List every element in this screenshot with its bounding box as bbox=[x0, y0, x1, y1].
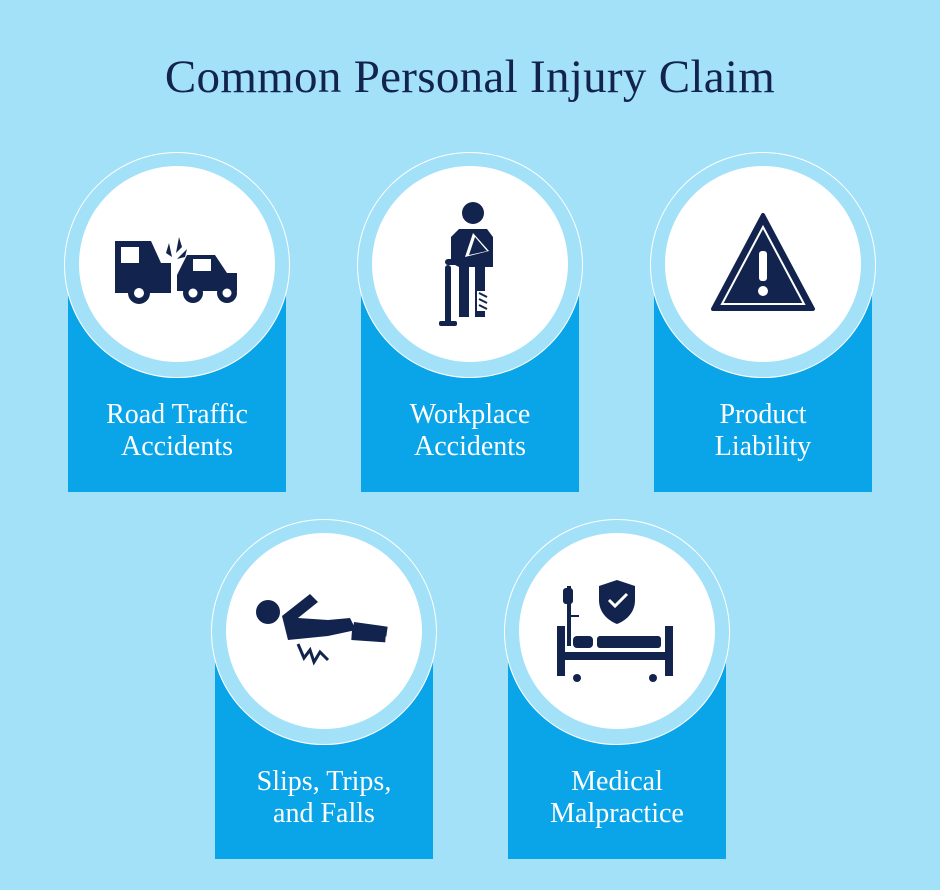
icon-disc bbox=[519, 533, 715, 729]
card-label-line1: Slips, Trips, bbox=[256, 766, 392, 797]
card-label-line1: Product bbox=[719, 399, 807, 430]
warning-triangle-icon bbox=[711, 213, 815, 311]
card-label: Product Liability bbox=[654, 399, 872, 463]
card-label: Workplace Accidents bbox=[361, 399, 579, 463]
card-label-line2: Accidents bbox=[121, 431, 233, 462]
icon-disc bbox=[79, 166, 275, 362]
card-label-line2: Liability bbox=[714, 431, 812, 462]
page-title: Common Personal Injury Claim bbox=[164, 51, 776, 103]
card-label-line1: Workplace bbox=[409, 399, 531, 430]
card-label-line2: and Falls bbox=[273, 798, 375, 829]
card-label-line2: Accidents bbox=[414, 431, 526, 462]
icon-disc bbox=[226, 533, 422, 729]
card-label: Road Traffic Accidents bbox=[68, 399, 286, 463]
hospital-bed-shield-icon bbox=[557, 580, 673, 682]
card-label: Slips, Trips, and Falls bbox=[215, 766, 433, 830]
card-label: Medical Malpractice bbox=[508, 766, 726, 830]
injured-worker-icon bbox=[439, 202, 493, 326]
car-crash-icon bbox=[115, 237, 237, 304]
card-label-line1: Road Traffic bbox=[106, 399, 248, 430]
slip-fall-icon bbox=[256, 594, 388, 666]
card-label-line2: Malpractice bbox=[550, 798, 684, 829]
icon-disc bbox=[372, 166, 568, 362]
icon-disc bbox=[665, 166, 861, 362]
card-label-line1: Medical bbox=[571, 766, 663, 797]
